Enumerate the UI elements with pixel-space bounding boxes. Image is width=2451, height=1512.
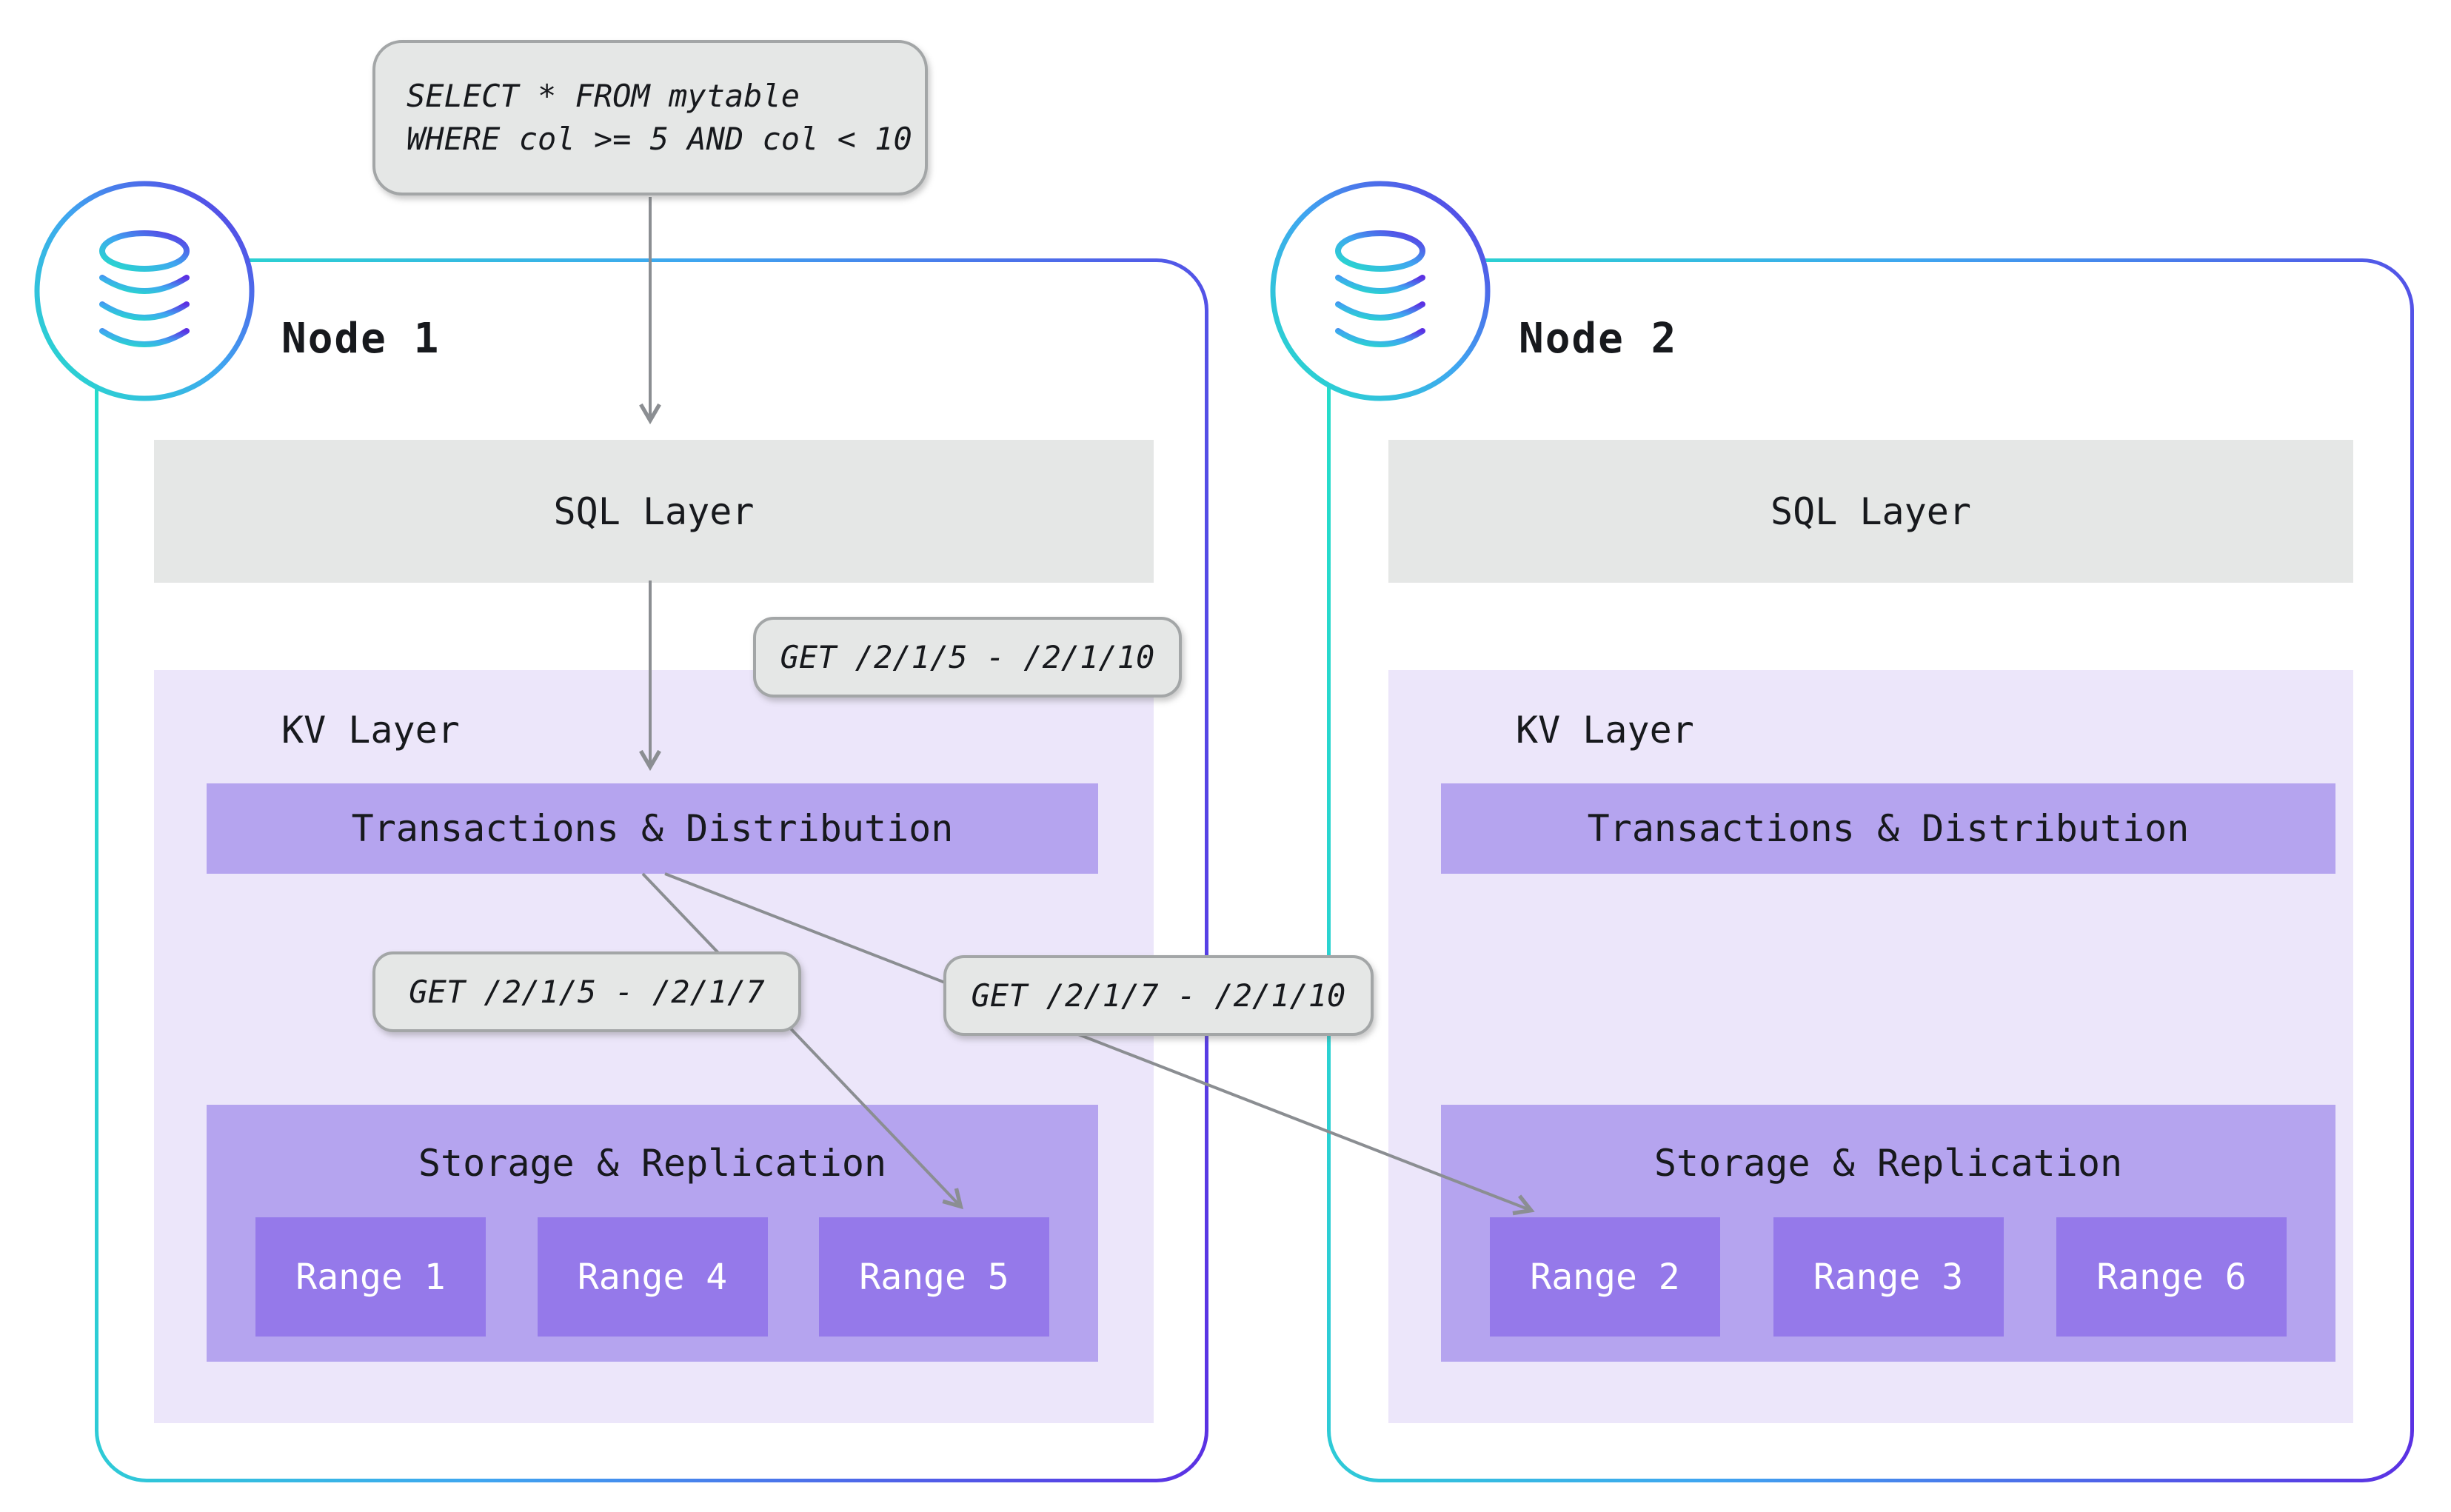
get-full-range-callout: GET /2/1/5 - /2/1/10 (753, 617, 1182, 698)
sql-query-callout: SELECT * FROM mytable WHERE col >= 5 AND… (372, 40, 928, 195)
sql-query-line-2: WHERE col >= 5 AND col < 10 (407, 121, 912, 157)
node-2-kv-layer-label: KV Layer (1516, 709, 1694, 752)
node-2-storage-box: Storage & Replication Range 2 Range 3 Ra… (1441, 1105, 2335, 1362)
node-1-sql-layer: SQL Layer (154, 440, 1154, 583)
node-1-sql-layer-label: SQL Layer (553, 489, 755, 533)
node-1-database-icon (34, 181, 255, 401)
node-1-storage-box: Storage & Replication Range 1 Range 4 Ra… (207, 1105, 1098, 1362)
node-1-box: Node 1 SQL Layer KV Layer Transactions &… (95, 258, 1208, 1482)
node-1-transactions-label: Transactions & Distribution (351, 807, 954, 850)
node-1-title: Node 1 (281, 315, 441, 363)
node-1-transactions-bar: Transactions & Distribution (207, 783, 1098, 874)
node-2-database-icon (1270, 181, 1491, 401)
node-2-kv-layer: KV Layer Transactions & Distribution Sto… (1388, 670, 2353, 1423)
node-2-sql-layer: SQL Layer (1388, 440, 2353, 583)
node-2-transactions-label: Transactions & Distribution (1587, 807, 2190, 850)
node-1-kv-layer-label: KV Layer (281, 709, 460, 752)
range-5-box: Range 5 (819, 1217, 1049, 1337)
node-2-transactions-bar: Transactions & Distribution (1441, 783, 2335, 874)
node-1-storage-label: Storage & Replication (418, 1142, 887, 1185)
node-1-kv-layer: KV Layer Transactions & Distribution Sto… (154, 670, 1154, 1423)
get-left-range-callout: GET /2/1/5 - /2/1/7 (372, 951, 801, 1032)
range-2-box: Range 2 (1490, 1217, 1720, 1337)
node-2-title: Node 2 (1519, 315, 1678, 363)
sql-query-line-1: SELECT * FROM mytable (407, 78, 800, 114)
node-2-storage-label: Storage & Replication (1653, 1142, 2123, 1185)
range-1-box: Range 1 (255, 1217, 486, 1337)
get-right-range-callout: GET /2/1/7 - /2/1/10 (943, 955, 1374, 1036)
node-2-box: Node 2 SQL Layer KV Layer Transactions &… (1327, 258, 2414, 1482)
range-4-box: Range 4 (537, 1217, 768, 1337)
range-3-box: Range 3 (1773, 1217, 2004, 1337)
node-2-sql-layer-label: SQL Layer (1770, 489, 1971, 533)
range-6-box: Range 6 (2056, 1217, 2287, 1337)
